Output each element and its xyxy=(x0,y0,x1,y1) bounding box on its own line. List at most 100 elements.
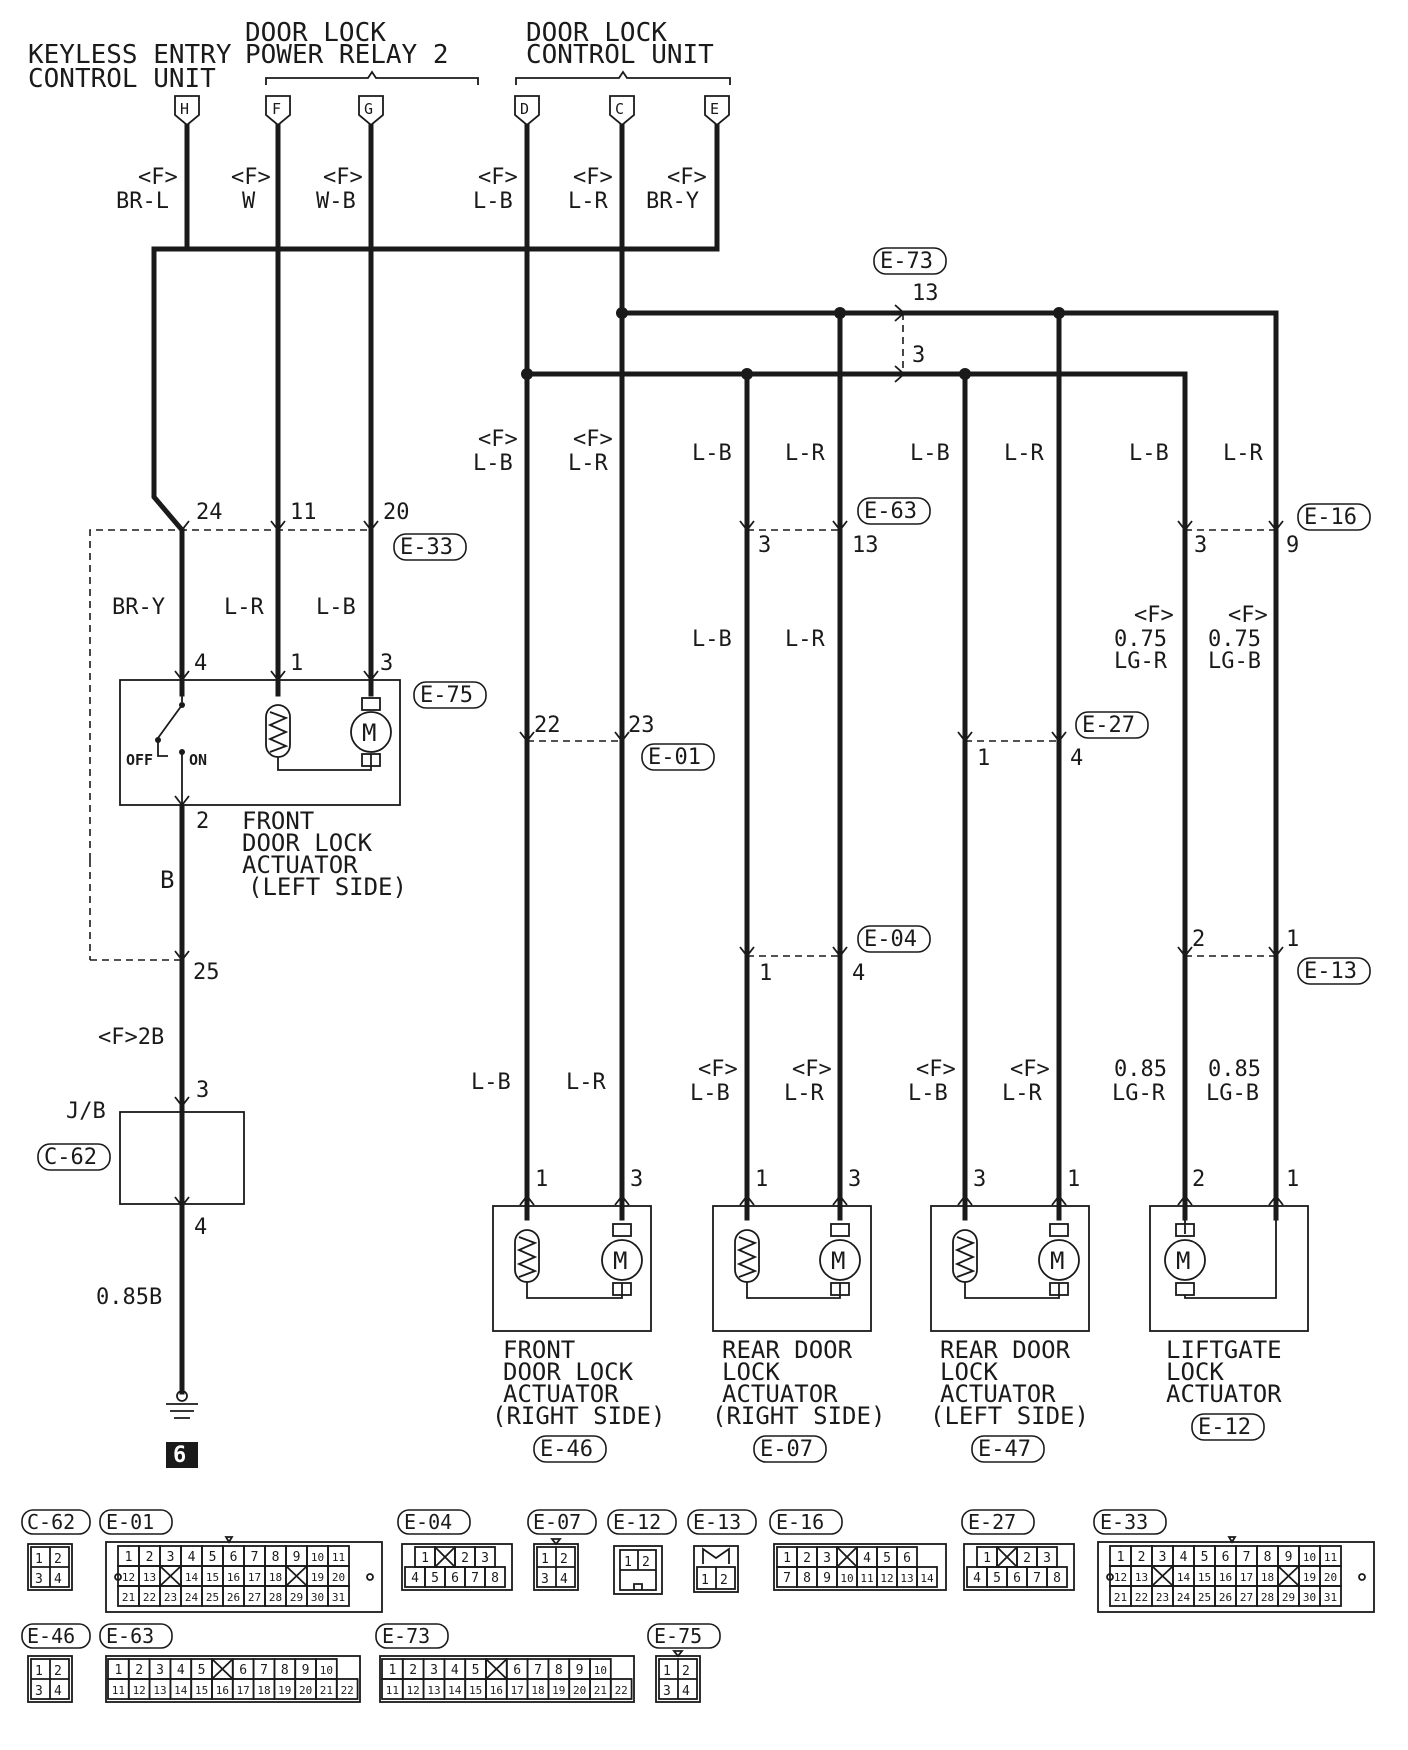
svg-text:<F>: <F> xyxy=(667,165,707,190)
svg-text:3: 3 xyxy=(1194,533,1207,558)
connector-e16-ref: 3 9 E-16 xyxy=(1177,503,1371,558)
svg-text:L-R: L-R xyxy=(568,451,608,476)
face-pin-blank xyxy=(159,1565,182,1587)
svg-text:L-B: L-B xyxy=(316,595,356,620)
face-pin-number: 8 xyxy=(803,1571,811,1586)
face-pin-number: 16 xyxy=(490,1684,503,1697)
svg-text:E-46: E-46 xyxy=(27,1624,75,1648)
svg-text:4: 4 xyxy=(54,1572,62,1587)
face-pin-number: 11 xyxy=(386,1684,399,1697)
face-pin-blank xyxy=(211,1658,234,1680)
svg-text:E-01: E-01 xyxy=(648,745,701,770)
face-pin-number: 22 xyxy=(615,1684,628,1697)
face-pin-number: 19 xyxy=(552,1684,565,1697)
svg-text:13: 13 xyxy=(852,533,879,558)
face-pin-number: 3 xyxy=(1159,1550,1167,1565)
face-pin-number: 5 xyxy=(883,1551,891,1566)
svg-text:FRONT: FRONT xyxy=(503,1336,575,1364)
svg-text:4: 4 xyxy=(54,1684,62,1699)
face-pin-number: 18 xyxy=(257,1684,270,1697)
face-pin-number: 12 xyxy=(407,1684,420,1697)
svg-text:L-R: L-R xyxy=(1002,1081,1042,1106)
face-pin-number: 4 xyxy=(863,1551,871,1566)
svg-text:E-12: E-12 xyxy=(1198,1415,1251,1440)
face-pin-number: 11 xyxy=(860,1572,873,1585)
face-pin-number: 19 xyxy=(278,1684,291,1697)
actuator-front-right: 1 3 M xyxy=(492,1167,652,1332)
svg-text:E-47: E-47 xyxy=(978,1437,1031,1462)
face-pin-number: 24 xyxy=(1177,1591,1191,1604)
svg-text:3: 3 xyxy=(380,651,393,676)
face-pin-number: 10 xyxy=(311,1551,324,1564)
face-pin-number: 13 xyxy=(143,1571,156,1584)
svg-text:H: H xyxy=(180,100,189,118)
face-pin-number: 27 xyxy=(248,1591,261,1604)
svg-text:3: 3 xyxy=(630,1167,643,1192)
svg-text:L-B: L-B xyxy=(692,441,732,466)
face-pin-number: 17 xyxy=(1240,1571,1253,1584)
svg-text:E-46: E-46 xyxy=(540,1437,593,1462)
face-pin-number: 4 xyxy=(451,1663,459,1678)
svg-text:<F>: <F> xyxy=(573,165,613,190)
svg-text:L-R: L-R xyxy=(566,1070,606,1095)
svg-text:2: 2 xyxy=(560,1552,568,1567)
svg-text:3: 3 xyxy=(541,1572,549,1587)
face-pin-number: 6 xyxy=(903,1551,911,1566)
face-pin-number: 21 xyxy=(594,1684,607,1697)
pin-e33-25: 25 <F>2B xyxy=(98,950,220,1050)
svg-text:M: M xyxy=(362,719,376,747)
svg-text:1: 1 xyxy=(541,1552,549,1567)
face-pin-number: 26 xyxy=(227,1591,240,1604)
face-pin-blank xyxy=(1151,1565,1174,1587)
svg-text:L-B: L-B xyxy=(473,451,513,476)
svg-text:E-07: E-07 xyxy=(533,1510,581,1534)
wire-bus-3 xyxy=(524,371,1188,1197)
face-pin-number: 3 xyxy=(481,1551,489,1566)
face-pin-number: 21 xyxy=(122,1591,135,1604)
face-pin-number: 12 xyxy=(880,1572,893,1585)
svg-text:<F>2B: <F>2B xyxy=(98,1025,164,1050)
svg-text:23: 23 xyxy=(628,713,655,738)
face-pin-number: 2 xyxy=(1138,1550,1146,1565)
actuator-rear-right: 1 3 M xyxy=(712,1167,872,1332)
svg-text:REAR DOOR: REAR DOOR xyxy=(722,1336,853,1364)
svg-text:L-R: L-R xyxy=(784,1081,824,1106)
face-pin-number: 16 xyxy=(216,1684,229,1697)
svg-text:E-16: E-16 xyxy=(1304,505,1357,530)
svg-text:G: G xyxy=(364,100,373,118)
face-pin-cell xyxy=(1319,1585,1342,1607)
svg-text:ACTUATOR: ACTUATOR xyxy=(503,1380,619,1408)
svg-text:<F>: <F> xyxy=(323,165,363,190)
face-pin-number: 11 xyxy=(112,1684,125,1697)
svg-text:1: 1 xyxy=(35,1664,43,1679)
svg-text:4: 4 xyxy=(682,1684,690,1699)
face-pin-number: 8 xyxy=(272,1550,280,1565)
svg-text:E-01: E-01 xyxy=(106,1510,154,1534)
face-pin-number: 11 xyxy=(332,1551,345,1564)
face-pin-number: 7 xyxy=(534,1663,542,1678)
svg-text:1: 1 xyxy=(290,651,303,676)
face-pin-cell xyxy=(327,1585,350,1607)
face-pin-number: 18 xyxy=(531,1684,544,1697)
svg-text:4: 4 xyxy=(194,1215,207,1240)
svg-text:1: 1 xyxy=(1286,927,1299,952)
face-pin-number: 1 xyxy=(783,1551,791,1566)
svg-text:LOCK: LOCK xyxy=(940,1358,998,1386)
face-pin-number: 18 xyxy=(1261,1571,1274,1584)
face-pin-number: 22 xyxy=(143,1591,156,1604)
face-pin-number: 15 xyxy=(195,1684,208,1697)
face-pin-number: 30 xyxy=(311,1591,324,1604)
svg-text:E-27: E-27 xyxy=(1082,713,1135,738)
junction-block: 3 4 J/B C-62 0.85B xyxy=(37,1078,245,1310)
svg-text:1: 1 xyxy=(1286,1167,1299,1192)
face-pin-number: 2 xyxy=(803,1551,811,1566)
face-pin-number: 9 xyxy=(823,1571,831,1586)
svg-text:<F>: <F> xyxy=(573,427,613,452)
svg-text:E: E xyxy=(710,100,719,118)
